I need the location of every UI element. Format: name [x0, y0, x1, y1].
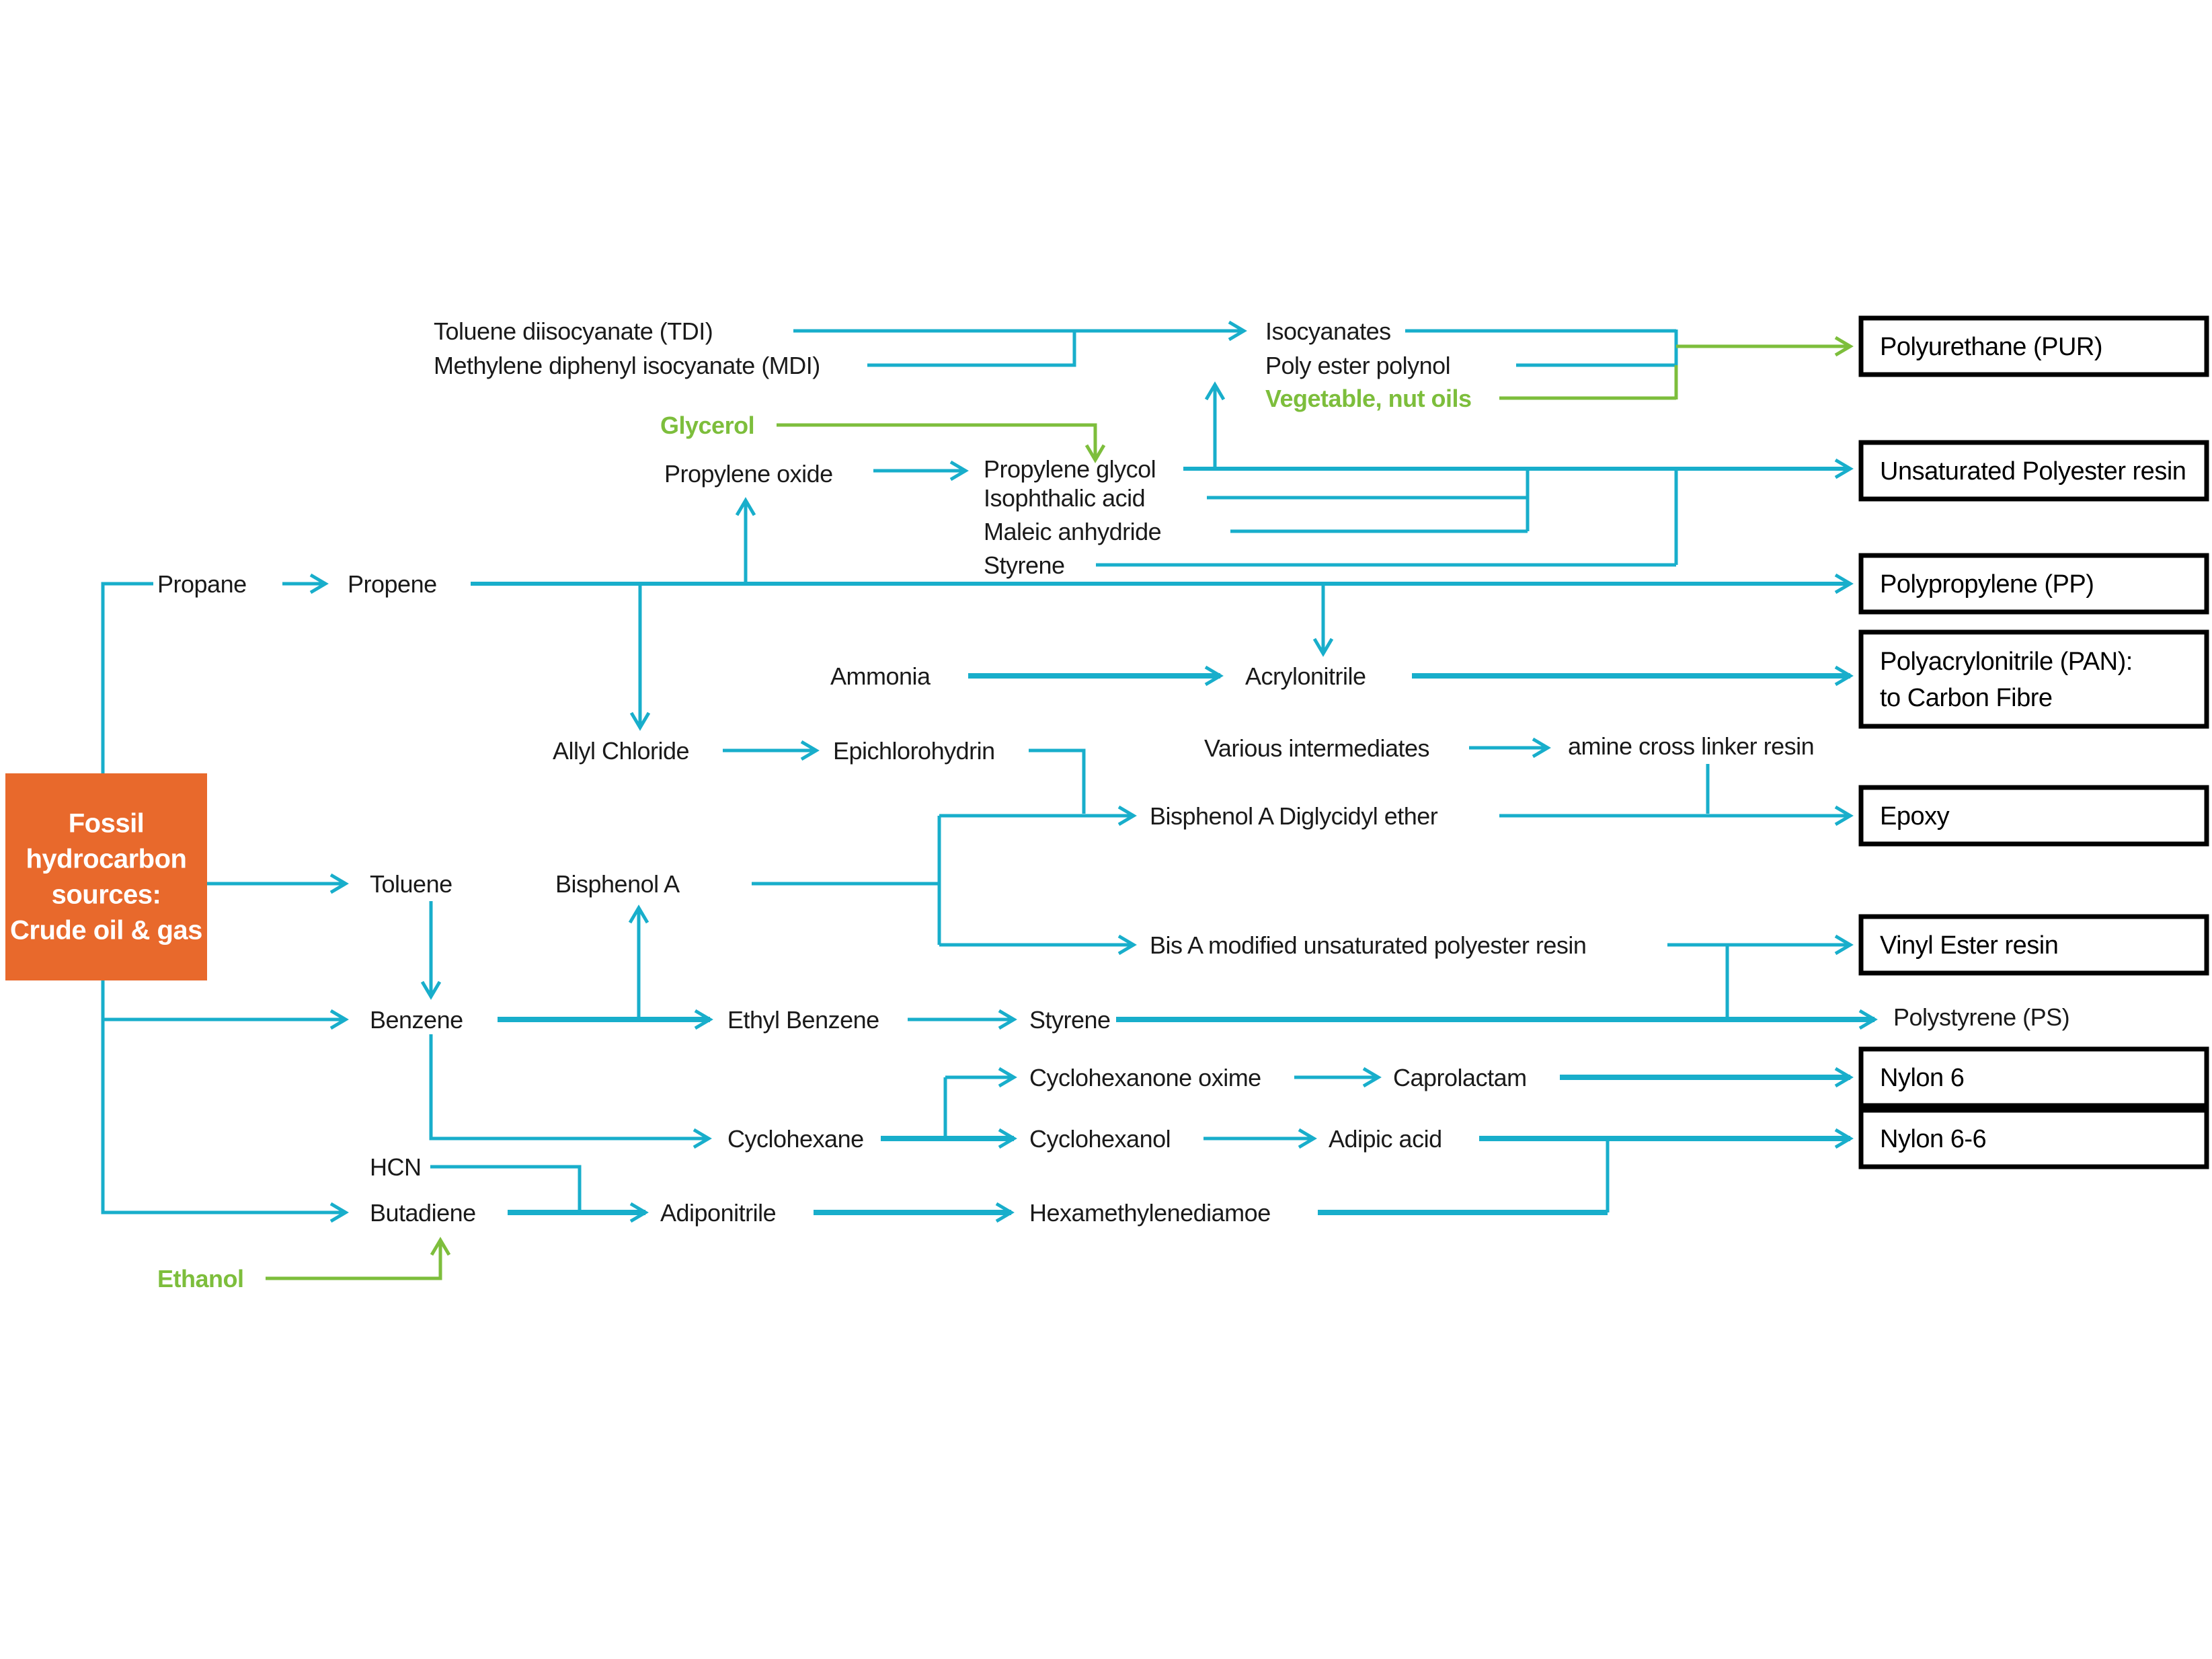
fossil-sources-box-line: Fossil: [69, 809, 145, 839]
label-hexamethylenediamoe: Hexamethylenediamoe: [1029, 1199, 1271, 1227]
label-amine-cross-linker-resin: amine cross linker resin: [1568, 732, 1814, 760]
fossil-sources-box-line: Crude oil & gas: [10, 916, 202, 946]
box-polypropylene-label: Polypropylene (PP): [1880, 570, 2094, 599]
label-butadiene: Butadiene: [370, 1199, 476, 1227]
edge-ethanol-to-butadiene: [266, 1237, 451, 1280]
label-propene: Propene: [348, 570, 437, 598]
edge-trunk-to-propane: [101, 582, 153, 773]
fossil-sources-box-line: sources:: [52, 880, 161, 910]
edge-epichlorohydrin-elbow: [1029, 748, 1086, 814]
box-unsaturated-polyester-resin: [1858, 440, 2209, 502]
label-epichlorohydrin: Epichlorohydrin: [833, 737, 995, 765]
box-polyacrylonitrile: [1858, 629, 2209, 729]
edge-trunk-to-butadiene: [101, 978, 349, 1223]
label-bisphenol-a: Bisphenol A: [555, 870, 680, 898]
box-nylon-6-6: [1858, 1108, 2209, 1169]
label-ammonia: Ammonia: [830, 662, 931, 690]
edge-benzene-to-cyclohexane: [429, 1034, 712, 1149]
box-nylon-6-6-label: Nylon 6-6: [1880, 1125, 1986, 1153]
label-benzene: Benzene: [370, 1006, 463, 1034]
label-acrylonitrile: Acrylonitrile: [1245, 662, 1366, 690]
label-tdi: Toluene diisocyanate (TDI): [434, 317, 713, 345]
edges-layer: [101, 320, 1878, 1280]
label-adipic-acid: Adipic acid: [1329, 1125, 1442, 1153]
label-caprolactam: Caprolactam: [1393, 1064, 1527, 1091]
box-unsaturated-polyester-resin-label: Unsaturated Polyester resin: [1880, 457, 2186, 486]
label-propylene-oxide: Propylene oxide: [664, 460, 833, 488]
box-vinyl-ester-resin-label: Vinyl Ester resin: [1880, 931, 2058, 960]
label-adiponitrile: Adiponitrile: [660, 1199, 776, 1227]
box-nylon-6: [1858, 1046, 2209, 1108]
box-epoxy-label: Epoxy: [1880, 802, 1950, 831]
label-cyclohexanone-oxime: Cyclohexanone oxime: [1029, 1064, 1261, 1091]
box-epoxy: [1858, 785, 2209, 847]
fossil-sources-box-line: hydrocarbon: [26, 845, 187, 874]
label-bisphenol-a-diglycidyl-ether: Bisphenol A Diglycidyl ether: [1150, 802, 1438, 830]
label-isophthalic-acid: Isophthalic acid: [984, 484, 1145, 512]
label-cyclohexanol: Cyclohexanol: [1029, 1125, 1171, 1153]
box-polyurethane: [1858, 315, 2209, 377]
label-ethyl-benzene: Ethyl Benzene: [727, 1006, 879, 1034]
label-polystyrene: Polystyrene (PS): [1893, 1003, 2069, 1031]
label-various-intermediates: Various intermediates: [1204, 734, 1429, 762]
label-vegetable-nut-oils: Vegetable, nut oils: [1265, 385, 1472, 412]
edge-hcn-elbow: [430, 1165, 582, 1210]
label-hcn: HCN: [370, 1153, 422, 1181]
box-polypropylene: [1858, 553, 2209, 615]
label-maleic-anhydride: Maleic anhydride: [984, 518, 1161, 545]
label-glycerol: Glycerol: [660, 412, 754, 439]
box-vinyl-ester-resin: [1858, 914, 2209, 976]
box-polyacrylonitrile-label: Polyacrylonitrile (PAN):: [1880, 648, 2133, 676]
label-propane: Propane: [157, 570, 247, 598]
boxes-layer: Fossil hydrocarbon sources: Crude oil & gas…: [5, 315, 2209, 1169]
fossil-sources-box: [5, 773, 207, 980]
label-styrene-bottom: Styrene: [1029, 1006, 1111, 1034]
label-cyclohexane: Cyclohexane: [727, 1125, 864, 1153]
label-bis-a-modified: Bis A modified unsaturated polyester res…: [1150, 931, 1586, 959]
label-ethanol: Ethanol: [157, 1265, 244, 1293]
box-nylon-6-label: Nylon 6: [1880, 1064, 1964, 1092]
label-isocyanates: Isocyanates: [1265, 317, 1391, 345]
edge-glycerol-to-glycol: [777, 423, 1106, 463]
box-polyurethane-label: Polyurethane (PUR): [1880, 333, 2102, 361]
label-propylene-glycol: Propylene glycol: [984, 455, 1156, 483]
label-toluene: Toluene: [370, 870, 452, 898]
labels-layer: Toluene diisocyanate (TDI) Methylene diph…: [157, 317, 2070, 1293]
edge-mdi-join-tdi: [867, 332, 1076, 367]
label-mdi: Methylene diphenyl isocyanate (MDI): [434, 352, 820, 379]
label-poly-ester-polynol: Poly ester polynol: [1265, 352, 1450, 379]
box-polyacrylonitrile-label: to Carbon Fibre: [1880, 684, 2053, 712]
label-styrene-top: Styrene: [984, 551, 1065, 579]
label-allyl-chloride: Allyl Chloride: [553, 737, 689, 765]
